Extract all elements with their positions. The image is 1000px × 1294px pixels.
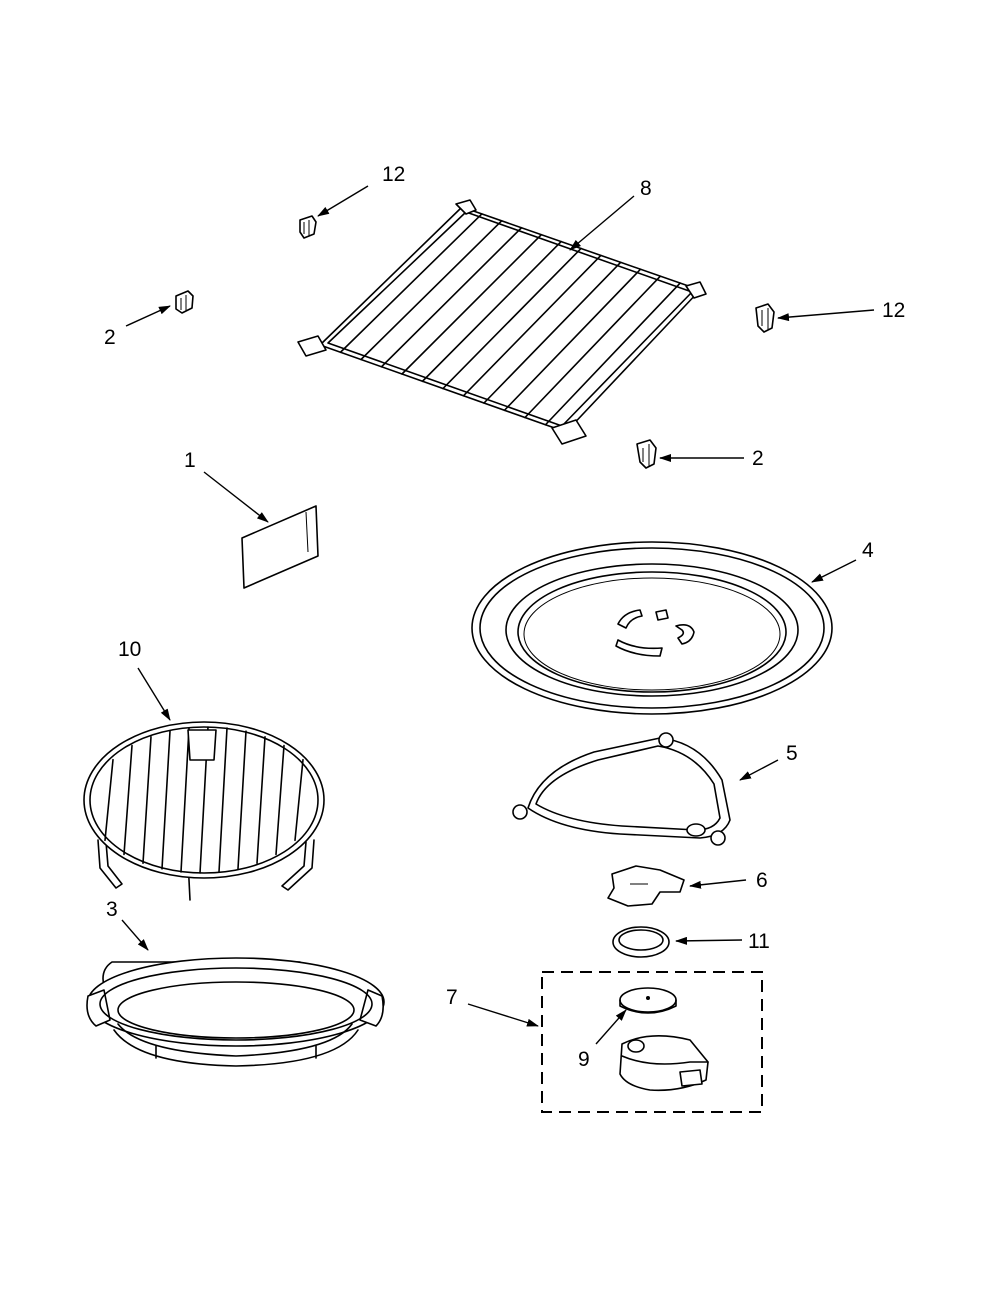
wire: [483, 261, 622, 404]
callout-2a: 2: [104, 326, 116, 349]
part-1-cover: [241, 505, 319, 589]
part-4-turntable-tray: [471, 541, 833, 715]
leader-7: [467, 1003, 539, 1027]
wire: [294, 758, 304, 842]
wire: [275, 744, 285, 856]
part-3-roasting-pan: [86, 957, 385, 1067]
part-11-ring: [612, 926, 670, 958]
part-5-roller-guide: [512, 732, 731, 846]
leader-9: [595, 1009, 627, 1045]
callout-9: 9: [578, 1048, 590, 1071]
callout-labels: 12 8 2 12 2 1 4 10 5 6 3 11 7 9: [104, 163, 905, 1071]
leader-12b: [777, 309, 875, 322]
wire: [462, 254, 602, 397]
part-2-clip-left: [175, 290, 194, 314]
wire: [380, 226, 523, 368]
callout-12b: 12: [882, 299, 905, 322]
leader-5: [739, 759, 779, 781]
callout-7: 7: [446, 986, 458, 1009]
wire: [360, 220, 503, 361]
wire: [218, 727, 228, 873]
leader-4: [811, 559, 857, 583]
leader-6: [689, 879, 747, 889]
callout-12a: 12: [382, 163, 405, 186]
turntable-motor: [619, 1035, 709, 1092]
part-2-clip-right: [636, 439, 657, 469]
wire: [256, 735, 266, 865]
part-9-motor-cap: [619, 987, 677, 1014]
callout-4: 4: [862, 539, 874, 562]
wire: [544, 282, 681, 426]
callout-8: 8: [640, 177, 652, 200]
wire: [401, 233, 543, 375]
callout-10: 10: [118, 638, 141, 661]
leader-12a: [317, 185, 369, 217]
part-10-round-rack: [83, 721, 325, 901]
wire: [503, 268, 642, 412]
wire: [180, 727, 190, 873]
part-12-clip-left: [299, 215, 317, 239]
part-7-motor-box: [541, 971, 763, 1113]
part-12-clip-right: [755, 303, 775, 333]
leader-lines: [121, 185, 875, 1045]
callout-3: 3: [106, 898, 118, 921]
wire: [339, 213, 483, 354]
callout-2b: 2: [752, 447, 764, 470]
callout-5: 5: [786, 742, 798, 765]
wire: [237, 730, 247, 870]
leader-11: [675, 936, 743, 945]
part-8-wire-rack: [297, 199, 707, 445]
leader-10: [137, 667, 171, 721]
wire: [142, 735, 152, 865]
wire: [123, 744, 133, 856]
leader-1: [203, 471, 269, 523]
wire: [524, 275, 662, 419]
callout-1: 1: [184, 449, 196, 472]
leader-3: [121, 919, 149, 951]
wire: [161, 730, 171, 870]
leader-2a: [125, 305, 171, 327]
callout-11: 11: [748, 930, 770, 953]
callout-6: 6: [756, 869, 768, 892]
wire: [442, 247, 582, 390]
wire: [104, 758, 114, 842]
part-6-coupler: [607, 865, 685, 907]
wire: [421, 240, 562, 383]
leader-8: [569, 195, 635, 251]
